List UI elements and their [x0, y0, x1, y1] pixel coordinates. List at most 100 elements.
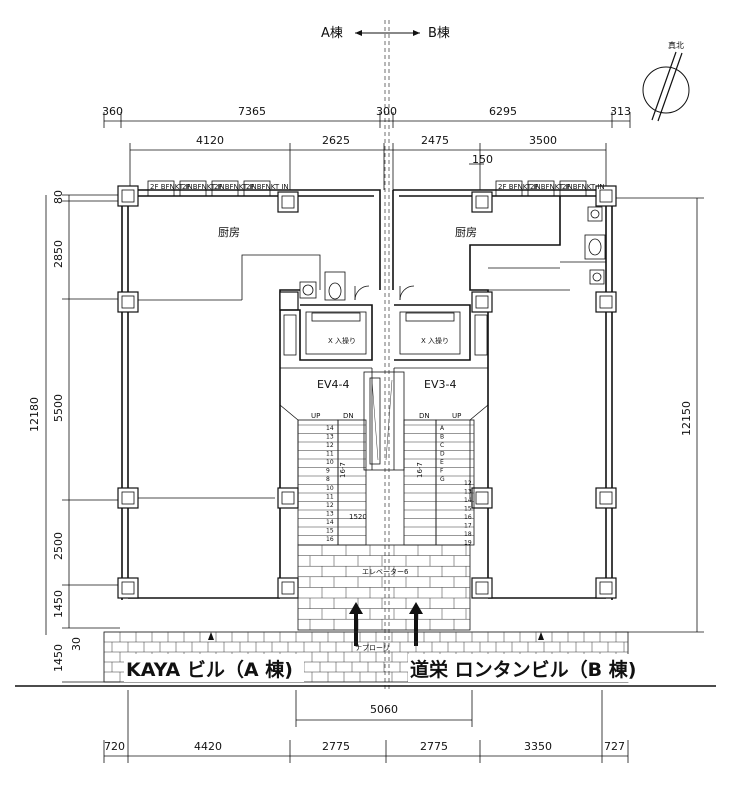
central-shaft [363, 371, 405, 471]
dim-top-300: 300 [376, 105, 397, 118]
stairs-a-dn-label: DN [343, 412, 354, 420]
mailboxes-b [495, 180, 587, 197]
dim-top-7365: 7365 [238, 105, 266, 118]
dim-top-3500: 3500 [529, 134, 557, 147]
paved-hall [297, 544, 471, 631]
north-compass-icon [642, 51, 690, 122]
building-a-short-label: A棟 [321, 26, 343, 41]
stairs-b-step-number: 13 [464, 489, 472, 496]
dim-left-2850: 2850 [52, 240, 65, 268]
dim-top-150: 150 [472, 153, 493, 166]
dim-top-2625: 2625 [322, 134, 350, 147]
entry-b-label: X 入操り [421, 336, 449, 345]
stairs-b-step-number: 15 [464, 506, 472, 513]
dim-top-2475: 2475 [421, 134, 449, 147]
stairs-b-step-number: C [440, 442, 444, 449]
approach-label: ナプローリ [355, 644, 390, 652]
direction-arrow [355, 30, 420, 36]
stairs-b-step-number: E [440, 459, 444, 466]
dim-left-30: 30 [70, 637, 83, 651]
kitchen-a-label: 厨房 [218, 226, 240, 239]
dim-left-12180: 12180 [28, 397, 41, 432]
stairs-b-up-label: UP [452, 412, 461, 420]
stairs-b-step-number: D [440, 451, 445, 458]
elevator-a [279, 304, 373, 498]
building-b-short-label: B棟 [428, 26, 450, 41]
toilet-a-icon [299, 271, 370, 301]
dim-top-360: 360 [102, 105, 123, 118]
dim-bottom-727: 727 [604, 740, 625, 753]
stairs-b-step-number: B [440, 434, 444, 441]
ev-b-label: EV3-4 [424, 378, 456, 391]
elevator-hall-label: エレベーター6 [362, 567, 409, 576]
building-b-outline [392, 189, 613, 600]
stairs-a-step-number: 13 [326, 434, 334, 441]
mailbox-b-1: 2F BFNKT IN [498, 183, 541, 191]
top-dimension-row-2 [129, 143, 607, 190]
dim-left-80: 80 [52, 190, 65, 204]
stairs-a-step-number: 10 [326, 485, 334, 492]
compass-label: 真北 [668, 40, 684, 50]
stairs-a-step-number: 10 [326, 459, 334, 466]
mailbox-a-2: 2F BFNKT IN [182, 183, 225, 191]
structural-columns [117, 185, 617, 599]
stairs-b-step-number: 16 [464, 514, 472, 521]
dim-left-1450a: 1450 [52, 590, 65, 618]
stairs-a-step-number: 14 [326, 519, 334, 526]
left-dimension-lines [45, 194, 120, 683]
stairs-a-step-number: 15 [326, 528, 334, 535]
entry-a-label: X 入操り [328, 336, 356, 345]
stairs-a-step-number: 14 [326, 425, 334, 432]
toilet-b-icon [399, 206, 606, 301]
dim-bottom-2775b: 2775 [420, 740, 448, 753]
dim-bottom-5060: 5060 [370, 703, 398, 716]
top-dimension-row-1 [103, 112, 631, 128]
stairs-a-code: 16-7 [339, 462, 347, 478]
right-dimension-lines [615, 197, 704, 633]
dim-left-1450b: 1450 [52, 644, 65, 672]
dim-top-6295: 6295 [489, 105, 517, 118]
stairs-a-step-number: 11 [326, 451, 334, 458]
stairs-b-step-number: F [440, 468, 444, 475]
mailbox-a-4: 2F BFNKT IN [246, 183, 289, 191]
dim-bottom-720: 720 [104, 740, 125, 753]
stairs-b-step-number: 18 [464, 531, 472, 538]
stairs-b-step-number: 17 [464, 523, 472, 530]
stairs-b-step-number: 14 [464, 497, 472, 504]
dim-bottom-3350: 3350 [524, 740, 552, 753]
bottom-dimension-lines [103, 690, 629, 763]
building-b-name: 道栄 ロンタンビル（B 棟) [410, 658, 636, 681]
stairs-a-step-number: 11 [326, 494, 334, 501]
mailboxes-a [147, 180, 271, 197]
stairs-a-step-number: 12 [326, 442, 334, 449]
stairs-a-step-number: 8 [326, 476, 330, 483]
dim-top-4120: 4120 [196, 134, 224, 147]
dim-bottom-4420: 4420 [194, 740, 222, 753]
dim-left-5500: 5500 [52, 394, 65, 422]
building-a-outline [121, 189, 381, 600]
building-a-name: KAYA ビル（A 棟) [126, 658, 293, 681]
stairs-a-step-number: 13 [326, 511, 334, 518]
stairs-a-step-number: 9 [326, 468, 330, 475]
stairs-a-up-label: UP [311, 412, 320, 420]
stairs-b-dn-label: DN [419, 412, 430, 420]
stairs-b-step-number: G [440, 476, 445, 483]
mailbox-b-3: 2F BFNKT IN [562, 183, 605, 191]
mailbox-a-3: 2F BFNKT IN [214, 183, 257, 191]
dim-right-12150: 12150 [680, 401, 693, 436]
dim-top-313: 313 [610, 105, 631, 118]
stairs-b-step-number: 12 [464, 480, 472, 487]
stairs-a-step-number: 12 [326, 502, 334, 509]
stairs-b-code: 16-7 [416, 462, 424, 478]
dim-bottom-2775a: 2775 [322, 740, 350, 753]
stairs-b-step-number: 19 [464, 540, 472, 547]
kitchen-b-label: 厨房 [455, 226, 477, 239]
stairs-a-step-number: 16 [326, 536, 334, 543]
stairs-b-step-number: A [440, 425, 445, 432]
ev-a-label: EV4-4 [317, 378, 349, 391]
mailbox-a-1: 2F BFNKT IN [150, 183, 193, 191]
dim-left-2500: 2500 [52, 532, 65, 560]
